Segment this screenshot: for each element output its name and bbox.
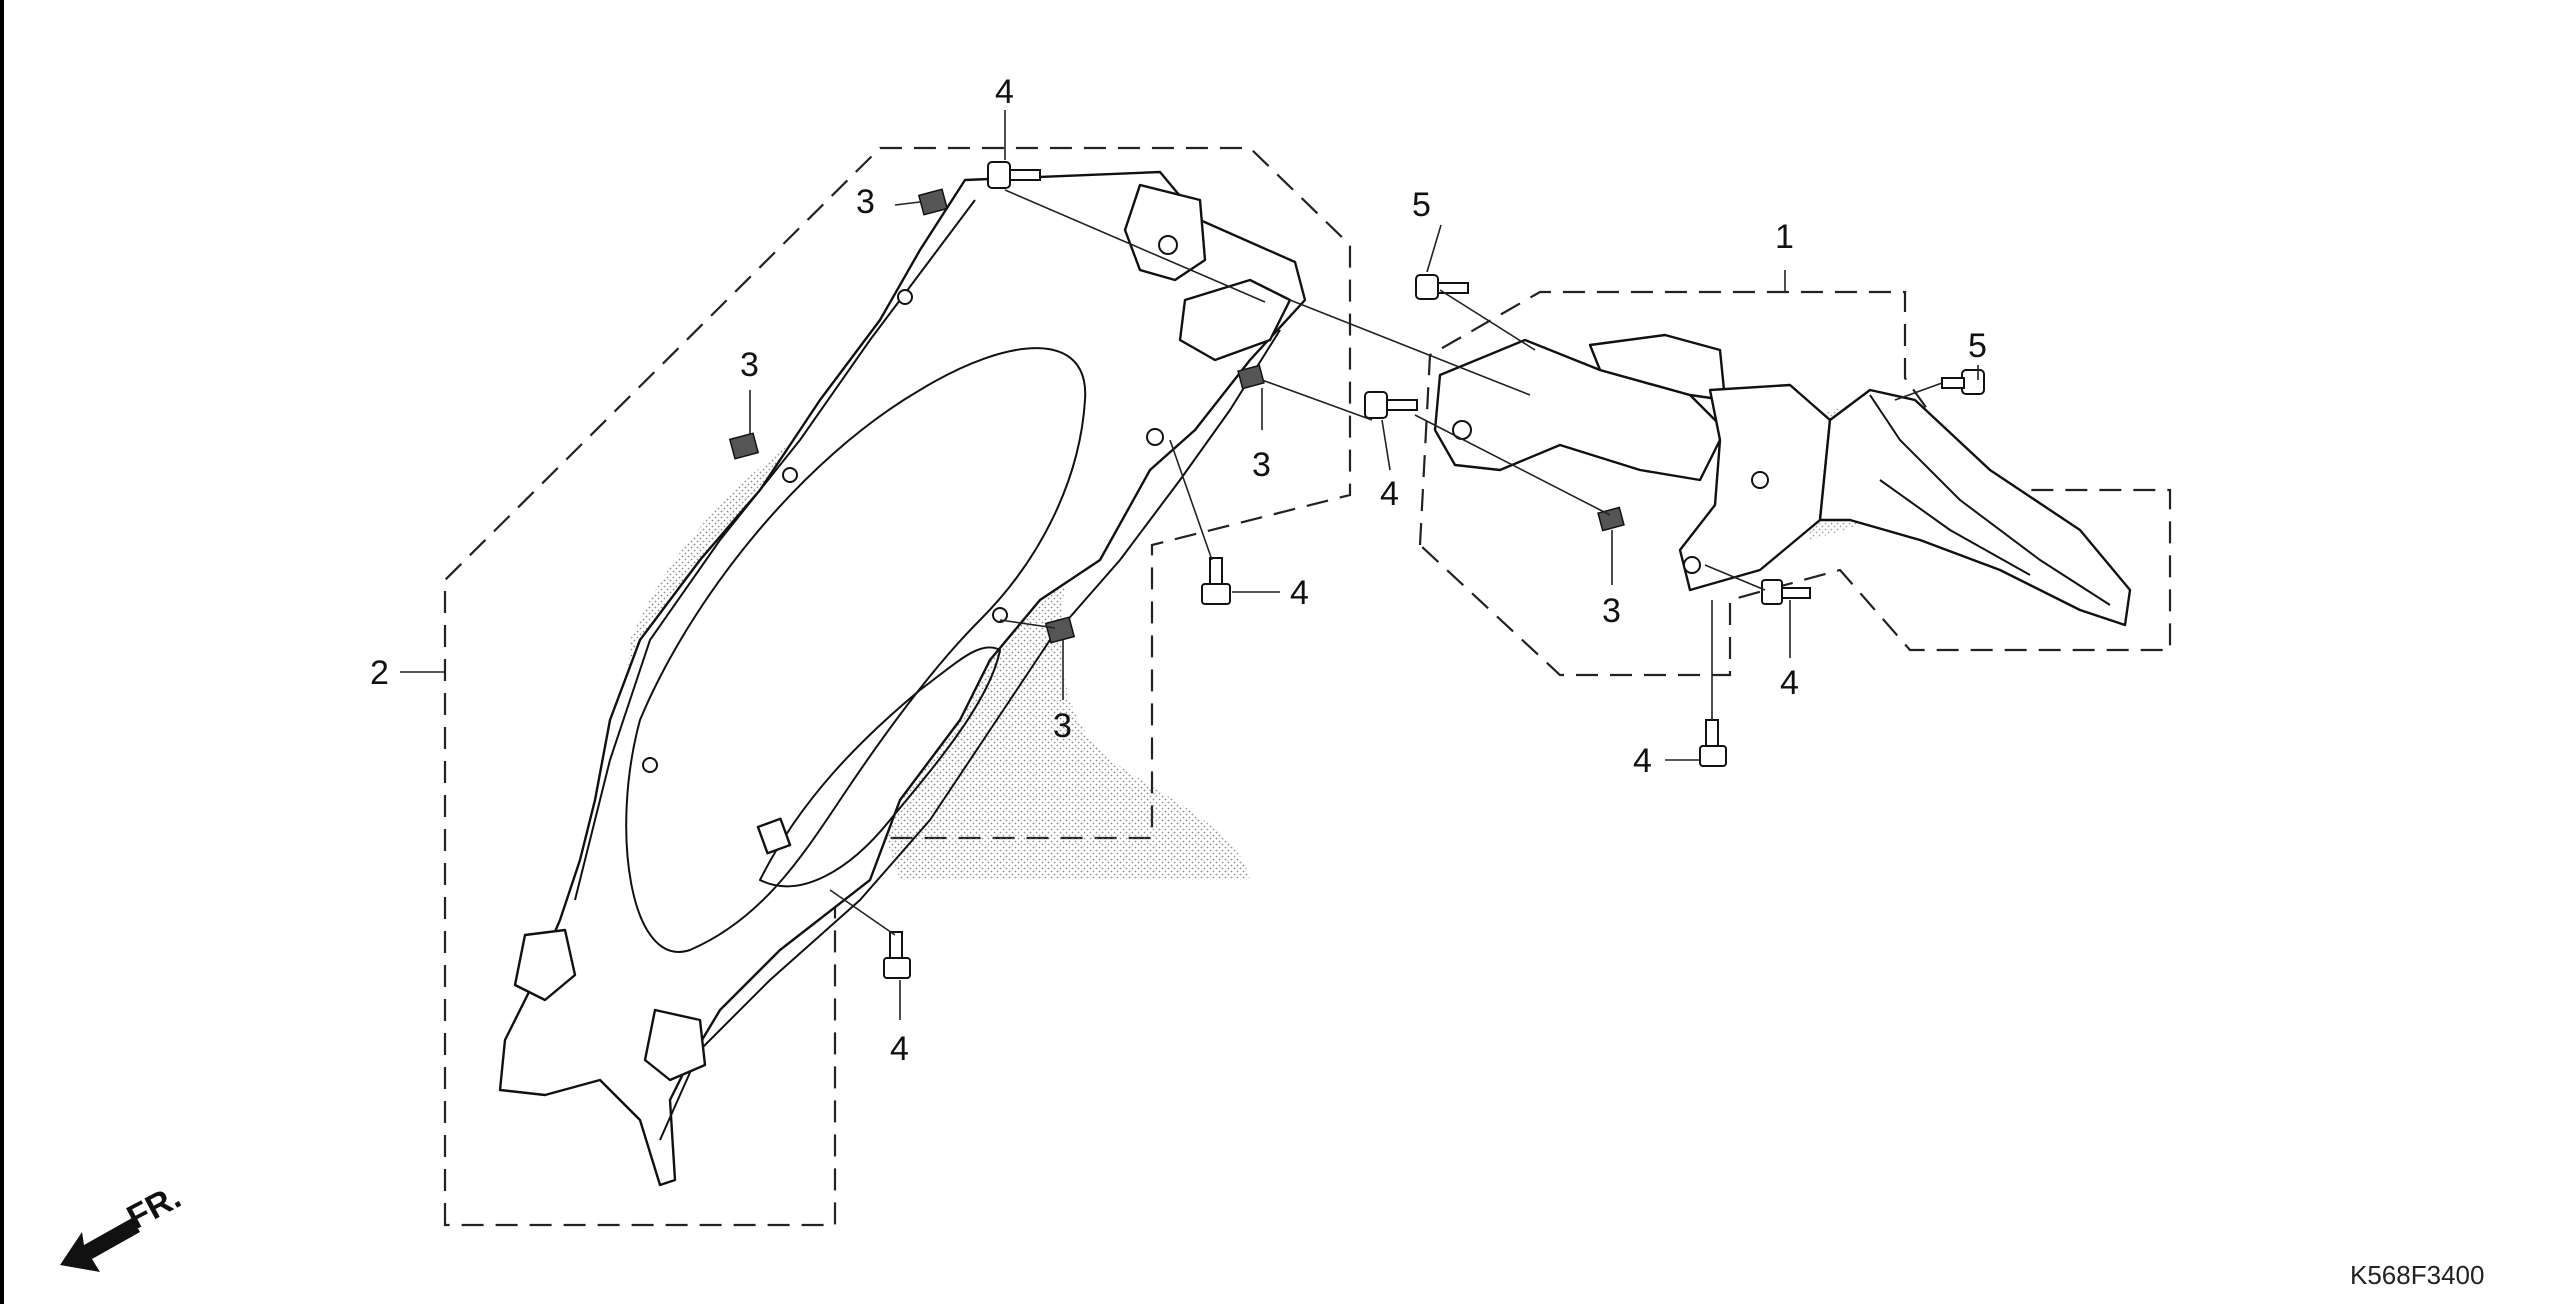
reference-code: K568F3400 (2350, 1260, 2484, 1290)
part-1-dashed-outline (1418, 290, 2172, 677)
bolt-5-upper (1415, 274, 1469, 300)
part-1-bracket-group (1418, 290, 2172, 677)
callout-3-d: 3 (1053, 707, 1072, 745)
part-2-boss (756, 817, 792, 855)
part-2-right-tab (1178, 278, 1292, 362)
bolt-bracket-bottom (1699, 719, 1727, 767)
part-1-tail-inner (1879, 479, 2031, 576)
part-1-tail-ridge (1869, 394, 2111, 606)
part-2-hole-c (1146, 428, 1164, 446)
part-2-lower-clip (643, 1008, 707, 1082)
callout-5-b: 5 (1968, 327, 1987, 365)
bolt-bracket-left (1364, 391, 1418, 419)
callout-4-f: 4 (1633, 742, 1652, 780)
part-2-inner-dish (625, 347, 1087, 953)
part-2-hole-e (642, 757, 658, 773)
part-2-flange-left (574, 199, 976, 901)
part-2-lower-bracket (513, 928, 577, 1002)
callout-1: 1 (1775, 218, 1794, 256)
fr-arrow-icon (60, 1218, 140, 1272)
bolt-top (987, 161, 1041, 189)
part-1-stay-hole (1683, 556, 1701, 574)
part-2-hole-a (897, 289, 913, 305)
clip-nut-4 (1044, 616, 1076, 644)
part-1-tail (1818, 388, 2132, 627)
callout-4-d: 4 (890, 1030, 909, 1068)
callout-2: 2 (370, 654, 389, 692)
part-2-hole-b (782, 467, 798, 483)
bolt-bracket-right (1761, 579, 1811, 605)
bolt-5-right (1941, 369, 1985, 395)
callout-3-b: 3 (740, 346, 759, 384)
clip-nut-5 (1597, 506, 1625, 532)
part-2-top-hole (1158, 235, 1178, 255)
part-2-hole-d (992, 607, 1008, 623)
part-2-body (498, 170, 1307, 1187)
callout-4-b: 4 (1290, 574, 1309, 612)
clip-nut-3 (1237, 364, 1265, 390)
leader-lines (400, 110, 1979, 1020)
callout-3-e: 3 (1602, 592, 1621, 630)
part-2-inner-fender-group (443, 146, 1352, 1227)
part-2-inner-rib (759, 646, 1001, 888)
callout-3-c: 3 (1252, 446, 1271, 484)
part-2-dashed-outline (443, 146, 1352, 1227)
callout-5-a: 5 (1412, 186, 1431, 224)
callout-4-c: 4 (1380, 475, 1399, 513)
callout-3-a: 3 (856, 183, 875, 221)
clip-nut-1 (917, 188, 949, 216)
part-2-top-tab (1123, 183, 1207, 282)
part-2-flange-right (659, 329, 1281, 1141)
part-1-arm (1433, 338, 1727, 482)
front-direction-arrow: FR. (60, 1178, 187, 1272)
part-1-stay (1678, 383, 1832, 592)
part-1-tail-hole (1751, 471, 1769, 489)
bolt-bottom (883, 931, 911, 979)
callout-4-a: 4 (995, 73, 1014, 111)
bolt-mid-right (1201, 557, 1231, 605)
callout-4-e: 4 (1780, 664, 1799, 702)
clip-nut-2 (728, 432, 760, 460)
